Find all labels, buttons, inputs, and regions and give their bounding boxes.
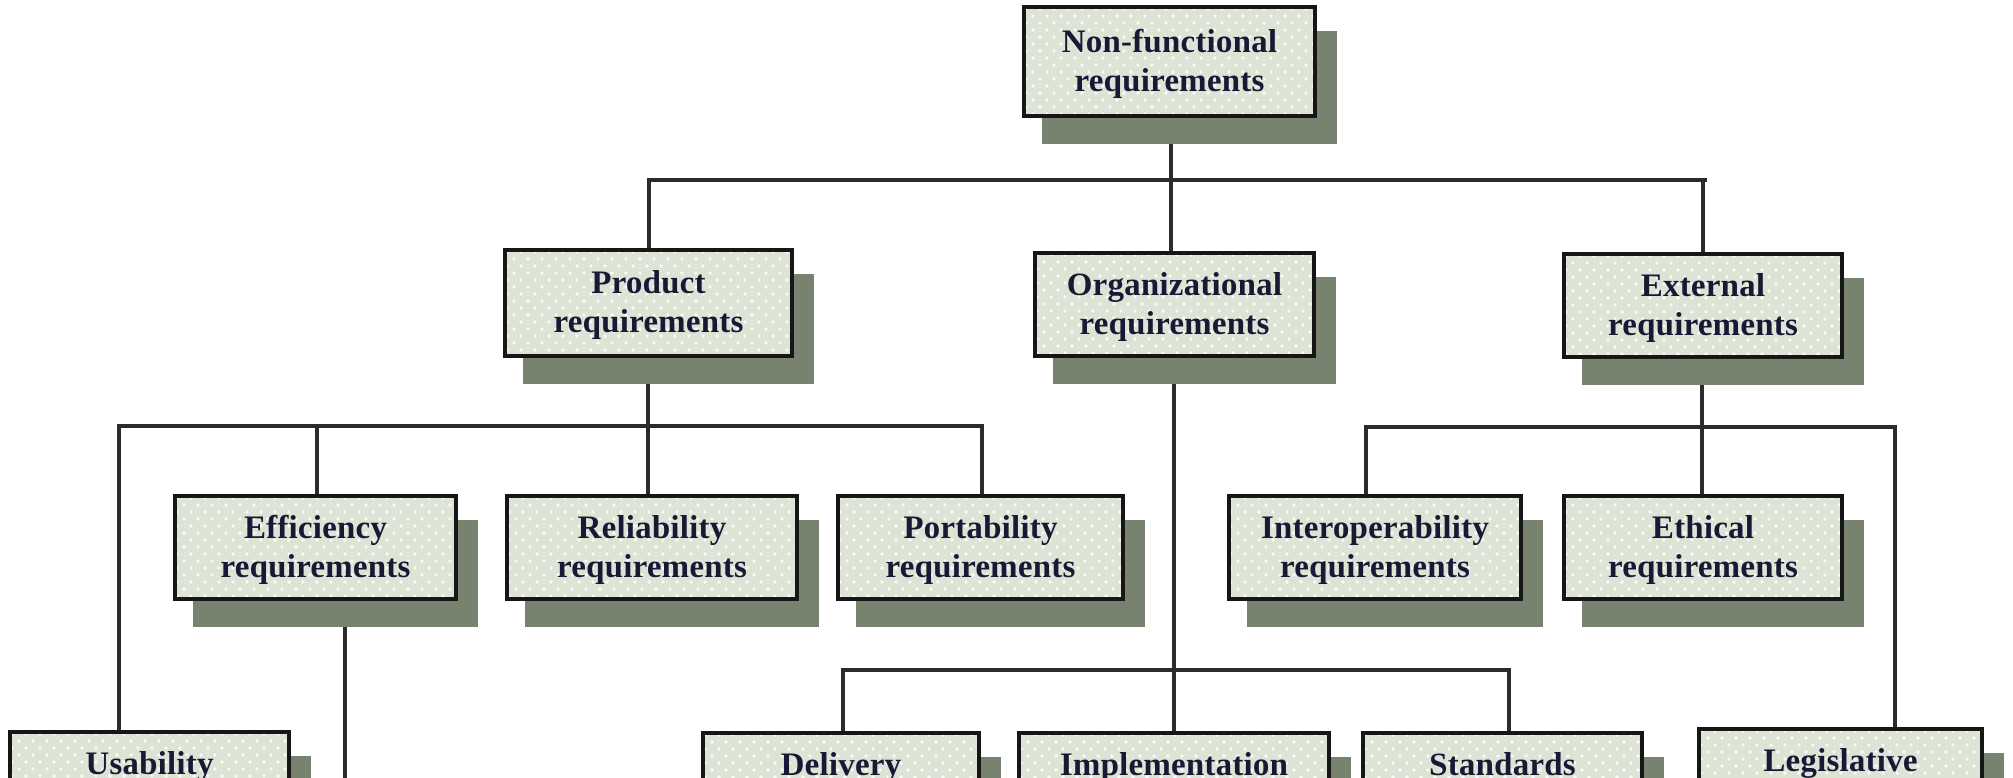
connector-organizational-children-bar — [841, 668, 1511, 672]
node-label: Reliability requirements — [557, 509, 747, 585]
node-efficiency-requirements: Efficiency requirements — [173, 494, 458, 601]
node-legislative-requirements: Legislative — [1697, 727, 1984, 778]
node-product-requirements: Product requirements — [503, 248, 794, 358]
node-label: Product requirements — [553, 265, 744, 340]
node-label: Implementation — [1059, 747, 1289, 778]
node-portability-requirements: Portability requirements — [836, 494, 1125, 601]
node-label: External requirements — [1608, 267, 1798, 343]
node-delivery-requirements: Delivery — [701, 731, 981, 778]
connector-efficiency-child-line — [343, 598, 347, 778]
node-label: Ethical requirements — [1608, 509, 1798, 585]
connector-delivery-drop — [841, 668, 845, 734]
connector-product-children-bar — [117, 424, 984, 428]
node-implementation-requirements: Implementation — [1017, 731, 1331, 778]
node-label: Delivery — [780, 747, 902, 778]
node-label: Non-functional requirements — [1061, 23, 1278, 99]
node-non-functional-requirements: Non-functional requirements — [1022, 5, 1317, 118]
node-label: Interoperability requirements — [1260, 509, 1490, 585]
node-label: Standards — [1429, 747, 1576, 778]
node-organizational-requirements: Organizational requirements — [1033, 251, 1316, 358]
node-ethical-requirements: Ethical requirements — [1562, 494, 1844, 601]
connector-level1-bar — [649, 178, 1707, 182]
node-label: Usability — [85, 746, 214, 778]
connector-portability-drop — [980, 424, 984, 498]
node-standards-requirements: Standards — [1361, 731, 1644, 778]
connector-interoperability-drop — [1364, 425, 1368, 498]
node-external-requirements: External requirements — [1562, 252, 1844, 359]
connector-usability-drop — [117, 424, 121, 734]
node-label: Efficiency requirements — [220, 509, 411, 585]
connector-efficiency-drop — [315, 424, 319, 498]
connector-standards-drop — [1507, 668, 1511, 734]
node-usability-requirements: Usability — [8, 730, 291, 778]
connector-root-drop — [1169, 116, 1173, 256]
node-label: Portability requirements — [885, 509, 1076, 585]
node-reliability-requirements: Reliability requirements — [505, 494, 799, 601]
node-interoperability-requirements: Interoperability requirements — [1227, 494, 1523, 601]
node-label: Organizational requirements — [1066, 266, 1283, 342]
connector-legislative-drop — [1893, 425, 1897, 731]
connector-external-children-bar — [1364, 425, 1897, 429]
connector-external-drop — [1701, 178, 1705, 256]
node-label: Legislative — [1763, 743, 1918, 778]
connector-organizational-down — [1172, 354, 1176, 736]
connector-product-drop — [647, 178, 651, 254]
